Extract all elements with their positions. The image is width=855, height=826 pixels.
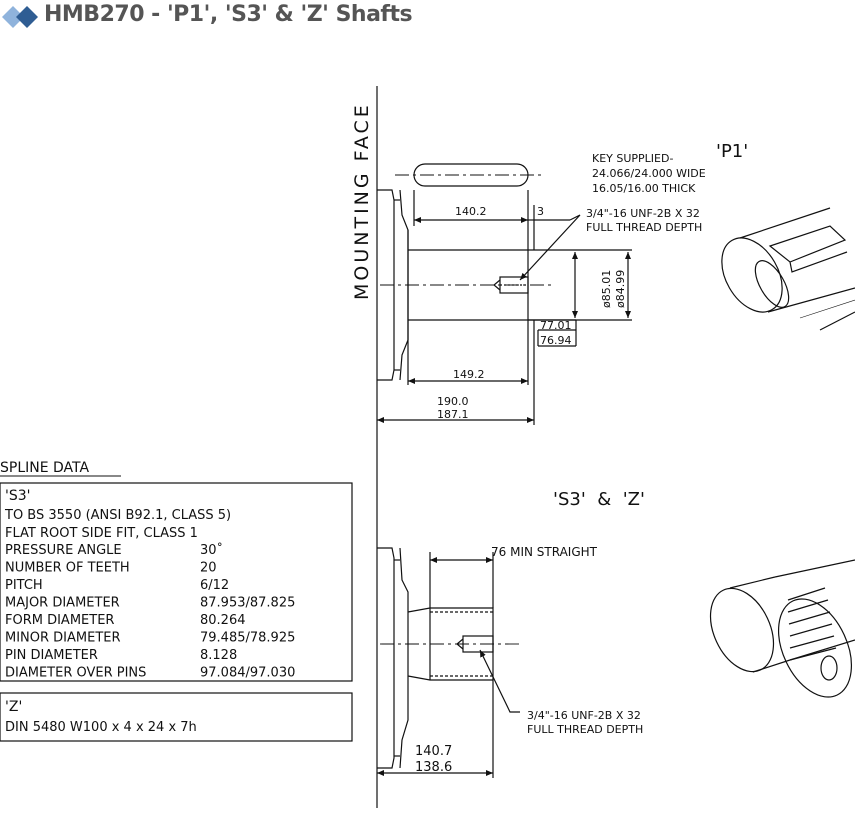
spline-row-key: PIN DIAMETER (5, 648, 98, 663)
page-header: HMB270 - 'P1', 'S3' & 'Z' Shafts (0, 0, 855, 34)
p1-label: 'P1' (716, 141, 748, 162)
p1-shaft-section (377, 163, 529, 381)
spline-row-key: FORM DIAMETER (5, 613, 114, 628)
spline-row-key: MINOR DIAMETER (5, 631, 121, 646)
mounting-face-label: MOUNTING FACE (351, 102, 373, 300)
spline-row-key: PRESSURE ANGLE (5, 543, 122, 558)
s3-line-2: FLAT ROOT SIDE FIT, CLASS 1 (5, 526, 198, 541)
p1-thread-note-1: 3/4"-16 UNF-2B X 32 (586, 207, 700, 220)
spline-row-value: 80.264 (200, 613, 246, 628)
s3-table-label: 'S3' (5, 488, 31, 504)
spline-row-value: 8.128 (200, 648, 237, 663)
z-line: DIN 5480 W100 x 4 x 24 x 7h (5, 720, 197, 735)
spline-row-key: MAJOR DIAMETER (5, 596, 120, 611)
dim-77-01: 77.01 (540, 319, 572, 332)
s3z-shaft-section (377, 547, 494, 769)
z-spline-table (0, 692, 353, 742)
dim-187-1: 187.1 (437, 408, 469, 421)
s3z-thread-note-1: 3/4"-16 UNF-2B X 32 (527, 709, 641, 722)
z-table-label: 'Z' (5, 699, 22, 715)
s3-spline-table (0, 482, 353, 682)
key-note-2: 24.066/24.000 WIDE (592, 167, 706, 180)
s3-isometric-view (709, 559, 855, 698)
spline-row-value: 20 (200, 561, 217, 576)
s3z-thread-note-2: FULL THREAD DEPTH (527, 723, 643, 736)
spline-row-value: 79.485/78.925 (200, 631, 295, 646)
dim-190-0: 190.0 (437, 395, 469, 408)
key-note-1: KEY SUPPLIED- (592, 152, 673, 165)
spline-row-key: DIAMETER OVER PINS (5, 666, 146, 681)
spline-data-heading: SPLINE DATA (0, 460, 90, 476)
p1-thread-note-2: FULL THREAD DEPTH (586, 221, 702, 234)
spline-row-value: 87.953/87.825 (200, 596, 295, 611)
spline-row-value: 30˚ (200, 542, 223, 558)
dim-138-6: 138.6 (415, 760, 452, 775)
dia-84-99: ø84.99 (614, 270, 627, 308)
dim-76-94: 76.94 (540, 334, 572, 347)
page-title: HMB270 - 'P1', 'S3' & 'Z' Shafts (44, 2, 413, 27)
dim-149-2: 149.2 (453, 368, 485, 381)
p1-isometric-view (721, 207, 855, 331)
dim-3: 3 (537, 205, 544, 218)
spline-row-value: 6/12 (200, 578, 229, 593)
brand-logo (2, 6, 38, 28)
spline-row-key: NUMBER OF TEETH (5, 561, 130, 576)
dim-140-7: 140.7 (415, 744, 452, 759)
s3z-label: 'S3' & 'Z' (553, 489, 645, 510)
dia-85-01: ø85.01 (600, 270, 613, 308)
s3-line-1: TO BS 3550 (ANSI B92.1, CLASS 5) (4, 508, 231, 523)
min-straight: 76 MIN STRAIGHT (491, 545, 598, 559)
key-note-3: 16.05/16.00 THICK (592, 182, 696, 195)
spline-row-value: 97.084/97.030 (200, 666, 295, 681)
spline-row-key: PITCH (5, 578, 43, 593)
dim-140-2: 140.2 (455, 205, 487, 218)
